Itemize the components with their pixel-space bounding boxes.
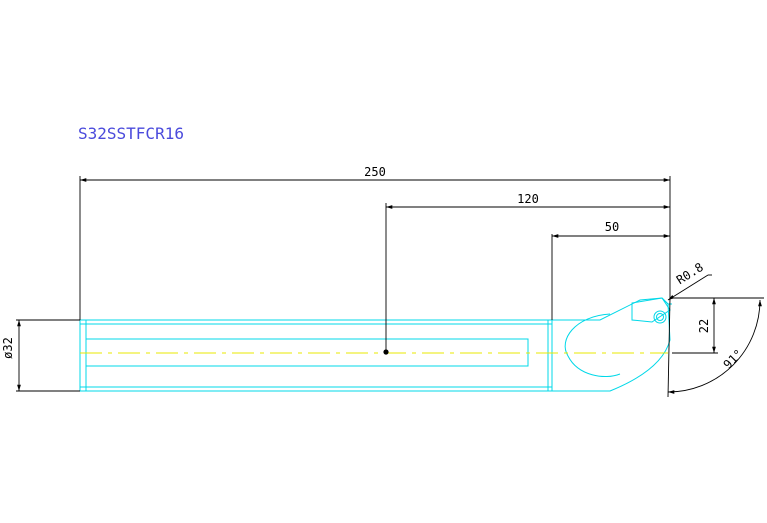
dim-text-diameter: ø32: [1, 337, 15, 359]
tool-body-outline: [79, 297, 672, 392]
dimension-lines: [16, 176, 764, 398]
head-outline: [552, 297, 671, 392]
dim-text-22: 22: [697, 319, 711, 333]
insert-clamp: [631, 297, 671, 323]
shank-outline: [79, 319, 553, 392]
dim-text-angle: 91°: [721, 347, 746, 372]
dim-text-120: 120: [517, 192, 539, 206]
drawing-title: S32SSTFCR16: [78, 124, 184, 143]
radius-leader: [667, 274, 709, 301]
dim-text-250: 250: [364, 165, 386, 179]
dim-text-50: 50: [605, 220, 619, 234]
insert-screw-hole-inner: [656, 313, 664, 321]
insert-screw-hole: [653, 310, 667, 324]
head-pocket-curve: [564, 313, 621, 377]
angle-arc: [667, 299, 762, 394]
dim-text-radius: R0.8: [674, 260, 706, 287]
